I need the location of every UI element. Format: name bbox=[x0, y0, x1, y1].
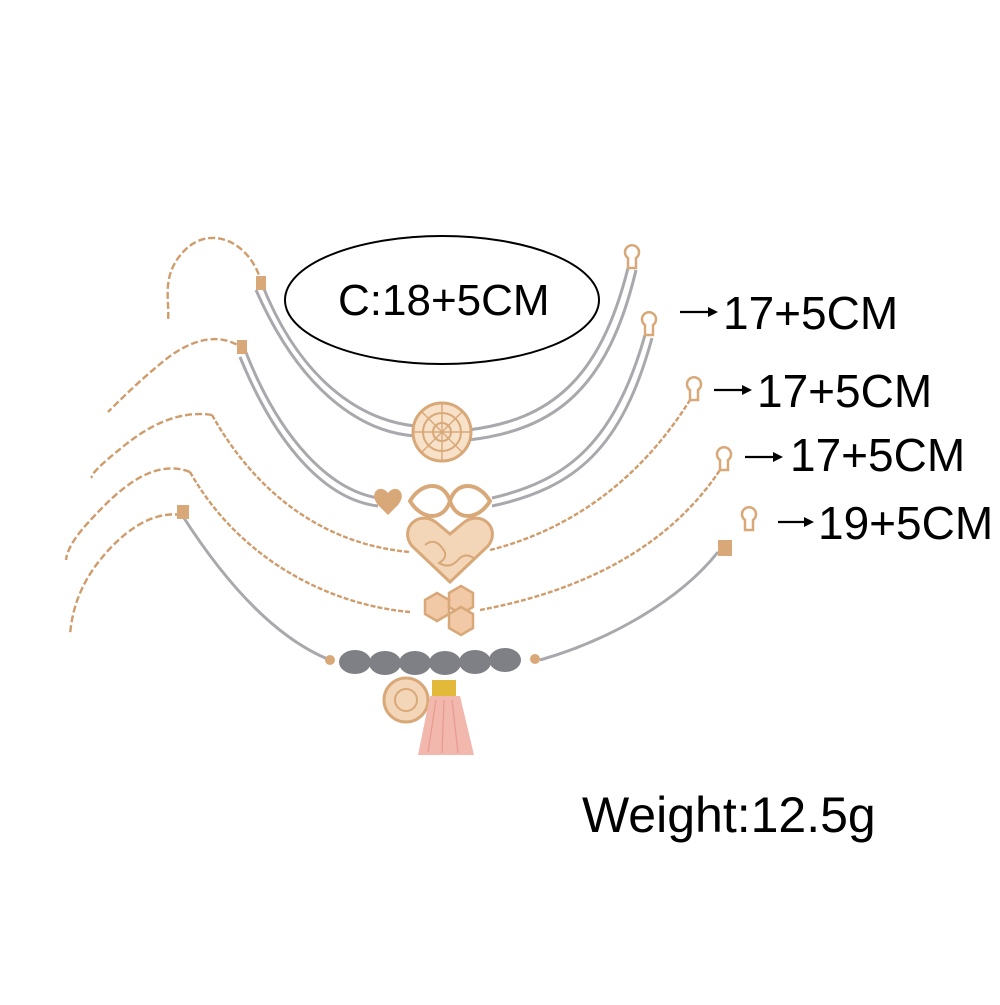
extension-chains bbox=[64, 236, 264, 636]
bracelet-heart-infinity bbox=[237, 311, 658, 518]
size-arrows bbox=[680, 307, 814, 527]
circled-size-label: C:18+5CM bbox=[338, 276, 550, 325]
size-label-2: 17+5CM bbox=[757, 365, 933, 417]
bracelet-bead-tassel bbox=[177, 505, 758, 755]
size-ellipse bbox=[284, 235, 600, 365]
bracelet-hexagon bbox=[188, 446, 733, 637]
bracelet-world-heart bbox=[210, 376, 703, 585]
size-label-1: 17+5CM bbox=[723, 287, 899, 339]
size-label-4: 19+5CM bbox=[818, 497, 994, 549]
bracelet-filigree-flower bbox=[254, 244, 641, 463]
size-label-3: 17+5CM bbox=[790, 429, 966, 481]
weight-label: Weight:12.5g bbox=[582, 787, 876, 843]
